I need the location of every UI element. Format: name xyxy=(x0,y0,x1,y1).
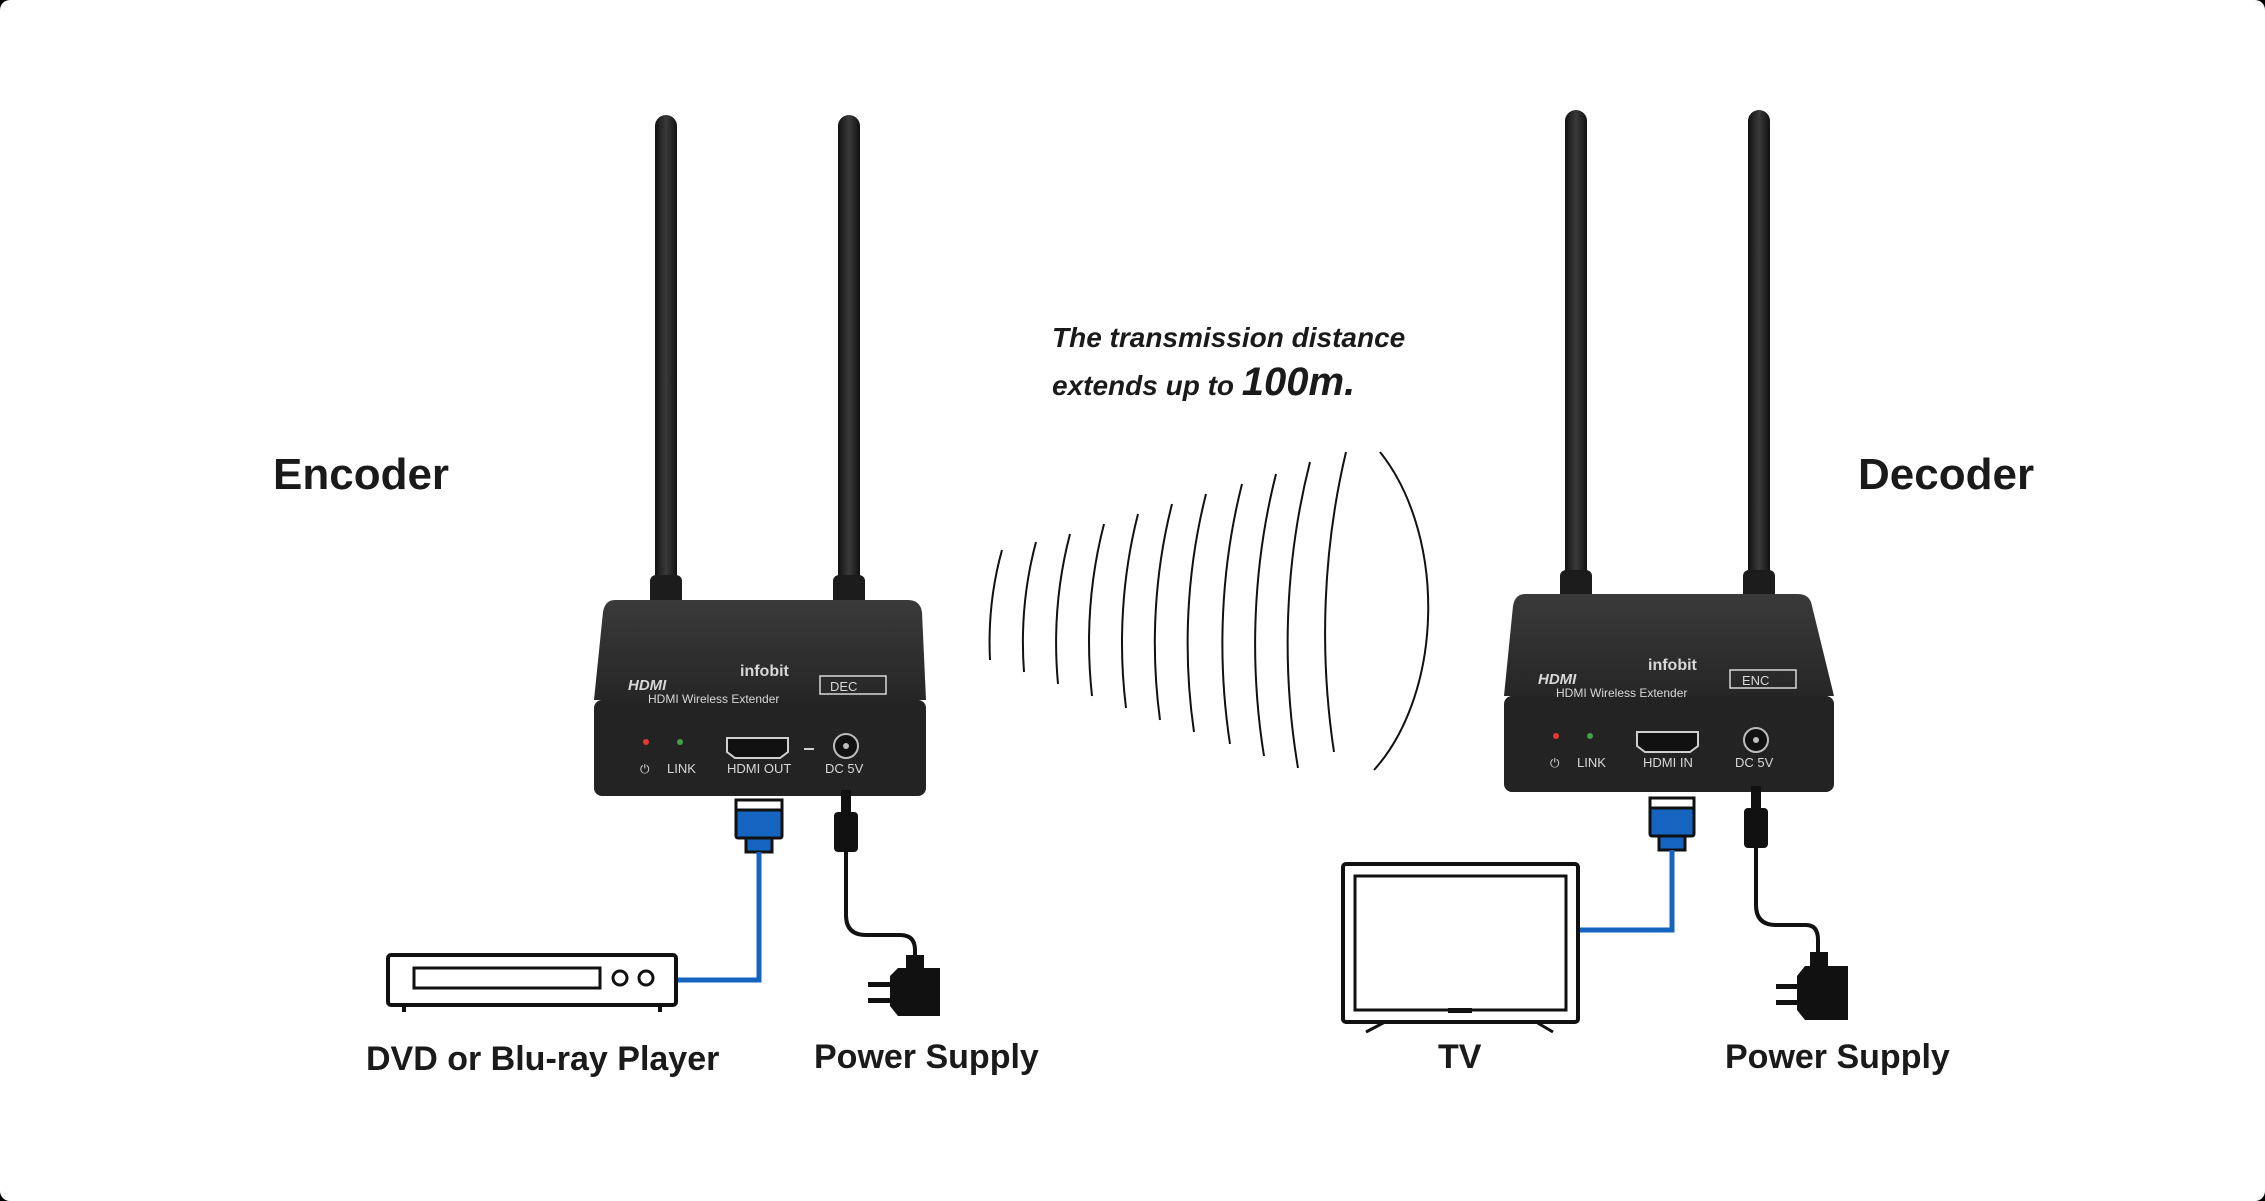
decoder-model-badge: ENC xyxy=(1742,673,1769,688)
encoder-antenna-left xyxy=(650,115,682,645)
transmission-line1: The transmission distance xyxy=(1052,322,1406,353)
encoder-hdmi-logo: HDMI xyxy=(628,677,667,694)
encoder-model-badge: DEC xyxy=(830,679,857,694)
dvd-player-icon xyxy=(386,953,678,1012)
encoder-title: Encoder xyxy=(273,450,450,499)
decoder-brand-text: infobit xyxy=(1648,657,1698,674)
encoder-device: infobit HDMI DEC HDMI Wireless Extender … xyxy=(594,115,926,796)
decoder-power-adapter xyxy=(1797,966,1848,1020)
encoder-hdmi-port-label: HDMI OUT xyxy=(727,761,791,776)
decoder-dc-port-label: DC 5V xyxy=(1735,755,1774,770)
transmission-note: The transmission distance extends up to … xyxy=(1052,316,1405,408)
tv-label: TV xyxy=(1438,1038,1482,1076)
transmission-line2-prefix: extends up to xyxy=(1052,370,1235,401)
decoder-power-label: Power Supply xyxy=(1725,1038,1950,1076)
decoder-hdmi-port-label: HDMI IN xyxy=(1643,755,1693,770)
decoder-device: infobit HDMI ENC HDMI Wireless Extender … xyxy=(1504,110,1834,792)
encoder-model-text: HDMI Wireless Extender xyxy=(648,692,779,706)
wireless-signal-waves xyxy=(988,451,1430,771)
decoder-power-cable xyxy=(1744,786,1848,1020)
dvd-player-label: DVD or Blu-ray Player xyxy=(366,1040,720,1078)
encoder-power-adapter xyxy=(890,968,940,1016)
decoder-model-text: HDMI Wireless Extender xyxy=(1556,686,1687,700)
decoder-hdmi-cable xyxy=(1580,796,1696,933)
decoder-link-label: LINK xyxy=(1577,755,1606,770)
encoder-power-led xyxy=(643,739,649,745)
decoder-antenna-right xyxy=(1743,110,1775,640)
decoder-title: Decoder xyxy=(1858,450,2035,499)
transmission-distance: 100m. xyxy=(1241,360,1356,404)
encoder-power-label: Power Supply xyxy=(814,1038,1039,1076)
decoder-hdmi-port xyxy=(1636,731,1699,753)
tv-icon xyxy=(1341,862,1580,1034)
decoder-link-led xyxy=(1587,733,1593,739)
encoder-hdmi-cable xyxy=(676,798,784,983)
encoder-power-icon: ⏻ xyxy=(640,762,650,776)
encoder-hdmi-port xyxy=(726,737,789,759)
encoder-antenna-right xyxy=(833,115,865,645)
decoder-power-led xyxy=(1553,733,1559,739)
encoder-brand-text: infobit xyxy=(740,663,790,680)
decoder-antenna-left xyxy=(1560,110,1592,640)
encoder-power-cable xyxy=(834,790,940,1016)
decoder-power-icon: ⏻ xyxy=(1550,756,1560,770)
decoder-hdmi-logo: HDMI xyxy=(1538,671,1577,688)
encoder-link-led xyxy=(677,739,683,745)
encoder-link-label: LINK xyxy=(667,761,696,776)
encoder-dc-port-label: DC 5V xyxy=(825,761,864,776)
